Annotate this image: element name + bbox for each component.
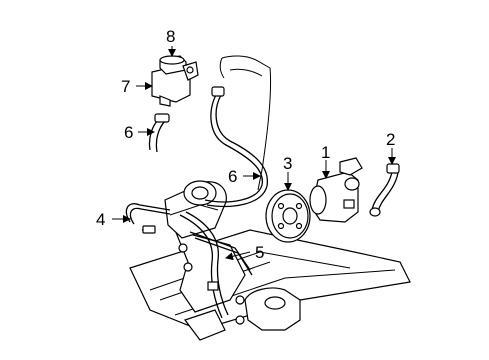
pump-pulley [265, 189, 311, 243]
return-hose [125, 203, 171, 234]
callout-1-label: 1 [321, 143, 330, 162]
frame-crossmember [129, 229, 411, 341]
callout-4-label: 4 [96, 210, 105, 229]
callout-arrows [112, 46, 396, 261]
callout-6a-label: 6 [228, 167, 237, 186]
callout-8-label: 8 [166, 27, 175, 46]
power-steering-pump [309, 157, 363, 223]
cooler-lines [179, 211, 253, 319]
callout-5-label: 5 [255, 243, 264, 262]
engine-block-outline [219, 55, 272, 191]
reservoir-hose [148, 113, 170, 153]
suction-hose [369, 163, 400, 217]
reservoir [151, 55, 199, 107]
pressure-hose [204, 86, 269, 208]
callout-2-label: 2 [386, 130, 395, 149]
callout-7-label: 7 [121, 77, 130, 96]
callout-6b-label: 6 [124, 123, 133, 142]
steering-gear [164, 180, 227, 239]
callout-5-arrow [225, 251, 251, 261]
callout-labels: 1 2 3 4 5 6 6 7 8 [96, 27, 395, 262]
callout-3-label: 3 [283, 154, 292, 173]
